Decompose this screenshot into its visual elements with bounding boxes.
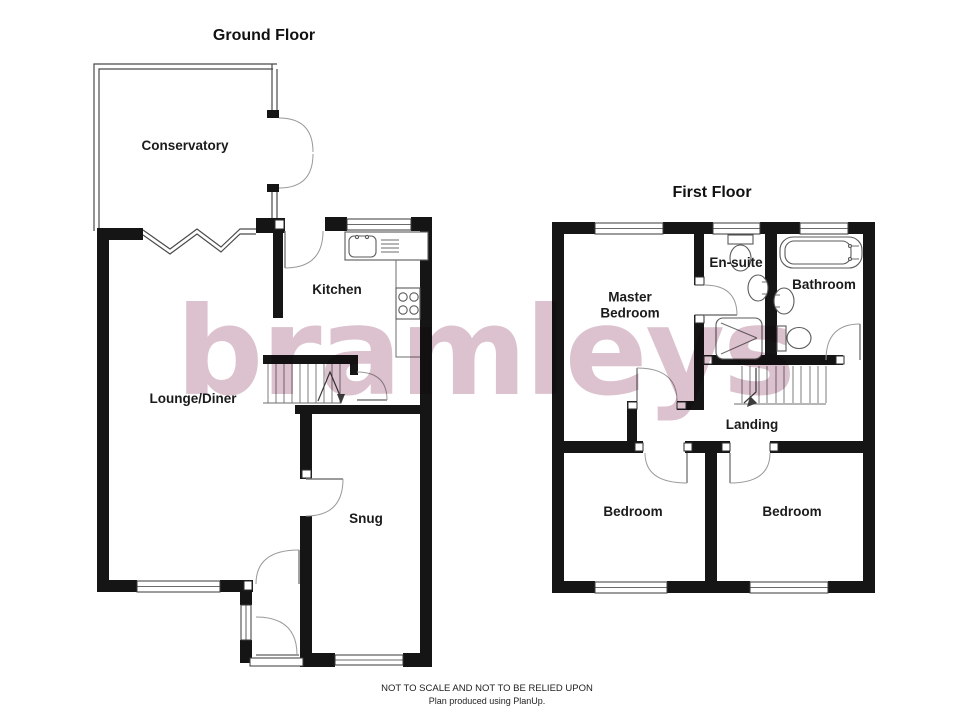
lounge-porch-door: [255, 549, 300, 585]
bathtub: [779, 236, 863, 269]
bathroom-basin: [773, 287, 795, 315]
bedroom-left-window: [594, 581, 668, 594]
room-label-en-suite: En-suite: [709, 255, 763, 271]
stairs-door: [356, 371, 388, 401]
ground-floor-plan: [93, 63, 432, 667]
ensuite-window: [712, 222, 761, 235]
ensuite-toilet: [727, 234, 754, 272]
room-label-kitchen: Kitchen: [312, 282, 362, 298]
kitchen-window: [346, 218, 412, 231]
bedroom-left-door: [644, 452, 688, 484]
porch-window: [240, 604, 252, 641]
kitchen-sink: [344, 231, 429, 358]
stairs-ground: [263, 364, 345, 404]
produced-by-text: Plan produced using PlanUp.: [428, 696, 546, 706]
bathroom-door: [825, 323, 861, 361]
stairs-first: [734, 366, 827, 407]
bedroom-right-window: [749, 581, 829, 594]
french-doors: [278, 117, 314, 189]
bathroom-window: [799, 222, 849, 235]
conservatory-walls: [93, 63, 279, 231]
room-label-bedroom-right: Bedroom: [762, 504, 822, 520]
ensuite-basin: [747, 274, 769, 302]
first-walls: [552, 222, 875, 593]
first-floor-plan: [552, 222, 875, 594]
room-label-snug: Snug: [349, 511, 383, 527]
ensuite-door: [703, 284, 738, 316]
room-label-bedroom-left: Bedroom: [603, 504, 663, 520]
ground-walls: [97, 217, 432, 667]
hob: [395, 287, 421, 320]
bedroom-right-door: [729, 452, 771, 484]
room-label-landing: Landing: [725, 417, 779, 433]
disclaimer-text: NOT TO SCALE AND NOT TO BE RELIED UPON: [381, 683, 593, 694]
ground-floor-title: Ground Floor: [212, 27, 316, 44]
shower: [715, 317, 763, 360]
master-window: [594, 222, 664, 235]
entrance-door: [249, 616, 304, 667]
first-floor-title: First Floor: [672, 184, 752, 201]
open-divider-zigzag: [142, 228, 256, 255]
master-bedroom-door: [636, 367, 678, 402]
kitchen-door: [284, 230, 324, 269]
room-label-lounge-diner: Lounge/Diner: [149, 391, 237, 407]
snug-window: [334, 654, 404, 666]
lounge-window: [136, 580, 221, 593]
bathroom-toilet: [776, 325, 812, 352]
room-label-master-bedroom: Master Bedroom: [600, 289, 660, 320]
snug-door: [305, 478, 344, 517]
room-label-bathroom: Bathroom: [792, 277, 856, 293]
room-label-conservatory: Conservatory: [141, 138, 229, 154]
